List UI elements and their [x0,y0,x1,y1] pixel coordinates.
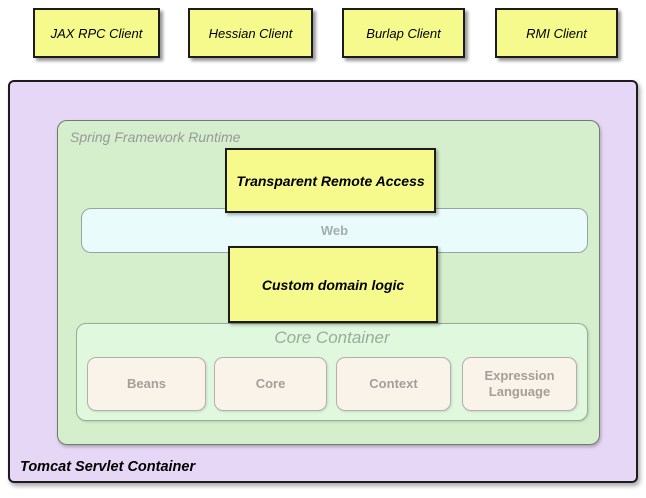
web-layer-label: Web [320,223,349,238]
transparent-remote-access-box: Transparent Remote Access [225,148,436,213]
client-box-label: Burlap Client [366,25,441,41]
client-box-rmi: RMI Client [495,8,618,58]
remote-access-label: Transparent Remote Access [236,172,425,189]
module-label: Beans [126,375,167,391]
module-box-expression-language: Expression Language [462,357,577,411]
module-box-core: Core [214,357,327,411]
module-box-beans: Beans [87,357,206,411]
module-box-context: Context [336,357,451,411]
client-box-label: JAX RPC Client [50,25,143,41]
module-label: Core [255,375,286,391]
domain-logic-label: Custom domain logic [261,276,405,293]
client-box-label: Hessian Client [208,25,293,41]
spring-framework-runtime-container: Spring Framework Runtime Web Transparent… [57,120,600,445]
client-box-hessian: Hessian Client [188,8,313,58]
tomcat-servlet-container: Spring Framework Runtime Web Transparent… [8,80,638,483]
client-box-jax-rpc: JAX RPC Client [33,8,160,58]
module-label: Context [369,375,418,391]
core-container-label: Core Container [274,328,390,347]
core-container: Core Container Beans Core Context Expres… [76,323,588,421]
spring-runtime-label: Spring Framework Runtime [70,129,241,145]
custom-domain-logic-box: Custom domain logic [228,246,438,323]
client-box-burlap: Burlap Client [342,8,465,58]
module-label: Expression Language [484,367,555,399]
client-box-label: RMI Client [526,25,587,41]
tomcat-container-label: Tomcat Servlet Container [20,459,196,475]
